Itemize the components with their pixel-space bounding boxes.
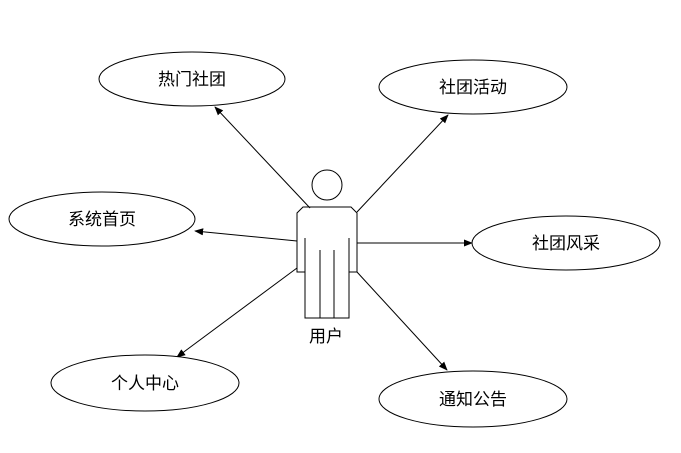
use-case-oval <box>471 215 661 271</box>
arrow-to-personal-center <box>176 267 298 358</box>
arrow-to-home <box>194 228 298 242</box>
use-case-label: 通知公告 <box>439 390 507 410</box>
actor-label: 用户 <box>309 327 343 347</box>
use-case-oval <box>98 51 286 107</box>
use-case-label: 社团风采 <box>532 234 600 254</box>
actor-head <box>311 169 343 201</box>
use-case-club-activities: 社团活动 <box>378 59 568 115</box>
use-case-club-showcase: 社团风采 <box>471 215 661 271</box>
use-case-label: 个人中心 <box>111 374 179 394</box>
use-case-label: 热门社团 <box>158 70 226 90</box>
actor-body <box>296 206 358 319</box>
use-case-label: 系统首页 <box>68 210 136 230</box>
use-case-hot-clubs: 热门社团 <box>98 51 286 107</box>
use-case-oval <box>8 191 196 247</box>
use-case-oval <box>378 370 568 428</box>
use-case-announcements: 通知公告 <box>378 370 568 428</box>
use-case-oval <box>50 354 240 412</box>
actor-user <box>296 169 358 319</box>
arrow-to-club-activities <box>356 114 449 213</box>
use-case-personal-center: 个人中心 <box>50 354 240 412</box>
use-case-home: 系统首页 <box>8 191 196 247</box>
arrow-to-hot-clubs <box>214 106 311 209</box>
arrow-to-announcements <box>356 271 448 371</box>
use-case-label: 社团活动 <box>439 78 507 98</box>
use-case-oval <box>378 59 568 115</box>
